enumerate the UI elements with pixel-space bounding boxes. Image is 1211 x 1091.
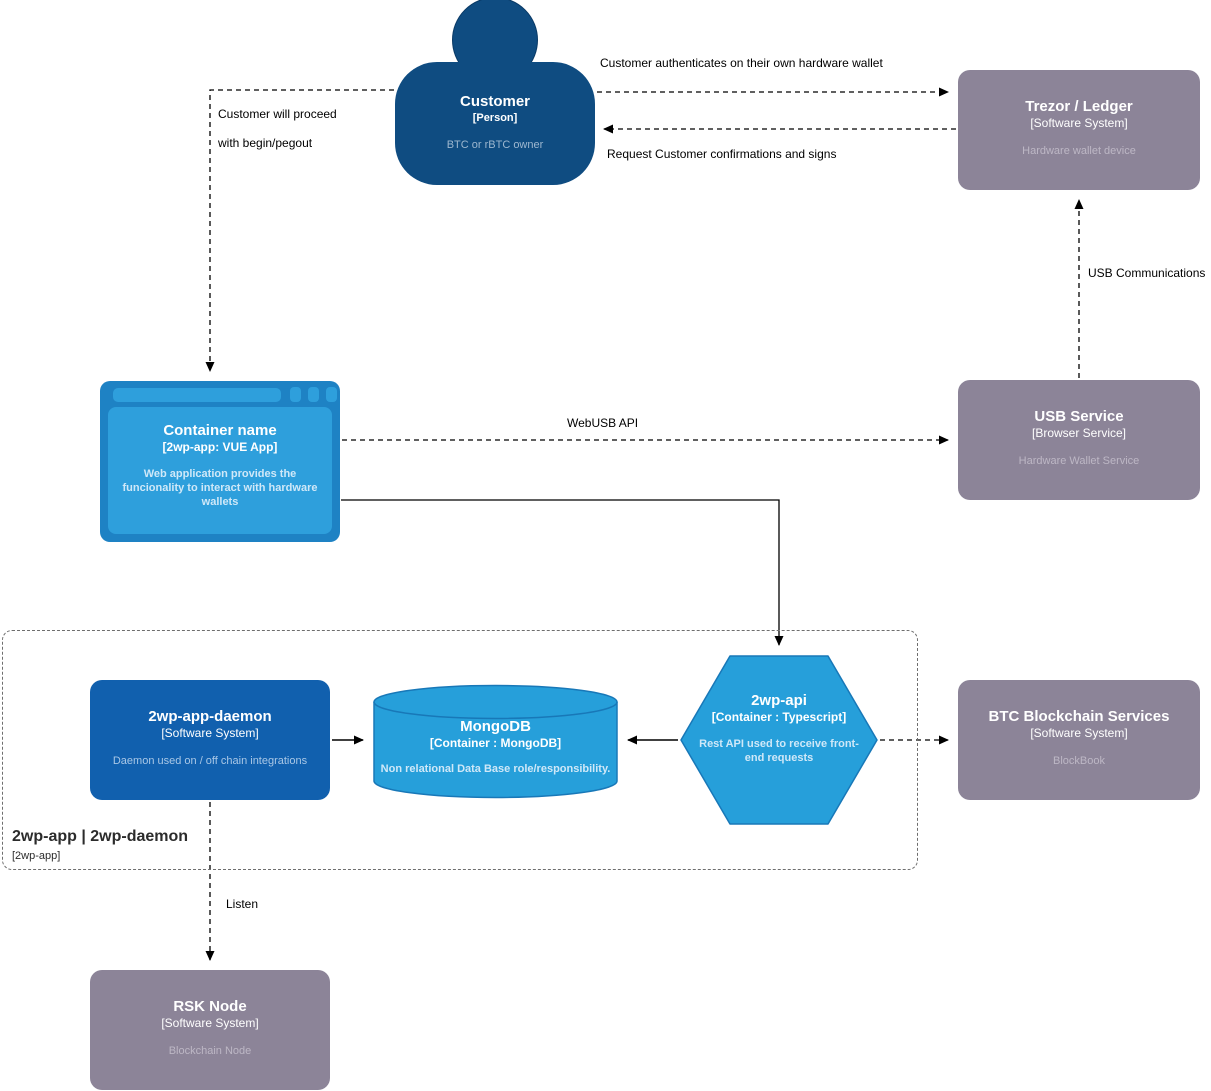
api-meta: [Container : Typescript] — [711, 710, 847, 724]
boundary-2wp-app[interactable]: 2wp-app | 2wp-daemon [2wp-app] — [2, 630, 918, 870]
mongodb-text: MongoDB [Container : MongoDB] Non relati… — [373, 718, 618, 776]
person-body[interactable]: Customer [Person] BTC or rBTC owner — [395, 62, 595, 185]
node-usb-service[interactable]: USB Service [Browser Service] Hardware W… — [958, 380, 1200, 500]
usb-title: USB Service — [1034, 408, 1124, 425]
node-2wp-api[interactable]: 2wp-api [Container : Typescript] Rest AP… — [680, 655, 878, 825]
btc-desc: BlockBook — [1053, 755, 1105, 767]
edge-label-webusb: WebUSB API — [567, 416, 639, 430]
node-trezor-ledger[interactable]: Trezor / Ledger [Software System] Hardwa… — [958, 70, 1200, 190]
edge-customer-to-webapp — [205, 89, 394, 372]
node-btc-blockchain-services[interactable]: BTC Blockchain Services [Software System… — [958, 680, 1200, 800]
browser-button — [290, 387, 301, 402]
edge-label-confirm: Request Customer confirmations and signs — [607, 147, 837, 161]
rsk-title: RSK Node — [173, 998, 247, 1015]
edge-label-proceed-line1: Customer will proceed — [218, 107, 337, 121]
btc-title: BTC Blockchain Services — [988, 708, 1170, 725]
trezor-title: Trezor / Ledger — [1025, 98, 1133, 115]
webapp-meta: [2wp-app: VUE App] — [162, 440, 278, 454]
edge-label-proceed-line2: with begin/pegout — [218, 136, 313, 150]
api-text: 2wp-api [Container : Typescript] Rest AP… — [680, 692, 878, 765]
mongodb-meta: [Container : MongoDB] — [429, 736, 562, 750]
rsk-meta: [Software System] — [161, 1016, 259, 1030]
usb-meta: [Browser Service] — [1031, 426, 1127, 440]
boundary-title: 2wp-app | 2wp-daemon — [12, 828, 189, 845]
customer-desc: BTC or rBTC owner — [446, 139, 544, 151]
daemon-title: 2wp-app-daemon — [148, 708, 272, 725]
customer-title: Customer — [459, 93, 530, 110]
trezor-meta: [Software System] — [1030, 116, 1128, 130]
browser-button — [308, 387, 319, 402]
hexagon-shape — [680, 655, 878, 825]
webapp-title: Container name — [163, 422, 277, 439]
btc-meta: [Software System] — [1030, 726, 1128, 740]
api-desc: Rest API used to receive front-end reque… — [699, 738, 859, 764]
browser-button — [326, 387, 337, 402]
api-title: 2wp-api — [751, 692, 807, 709]
boundary-meta: [2wp-app] — [12, 850, 61, 862]
rsk-desc: Blockchain Node — [168, 1045, 252, 1057]
daemon-desc: Daemon used on / off chain integrations — [112, 755, 308, 767]
webapp-desc: Web application provides the funcionalit… — [122, 468, 318, 508]
usb-desc: Hardware Wallet Service — [1018, 455, 1140, 467]
node-webapp-container[interactable]: Container name [2wp-app: VUE App] Web ap… — [100, 381, 340, 542]
cylinder-shape — [373, 684, 618, 799]
mongodb-title: MongoDB — [460, 718, 531, 735]
edge-label-authenticate: Customer authenticates on their own hard… — [600, 56, 883, 70]
customer-meta: [Person] — [472, 112, 518, 124]
edge-label-usbcomm: USB Communications — [1088, 266, 1206, 280]
node-rsk-node[interactable]: RSK Node [Software System] Blockchain No… — [90, 970, 330, 1090]
node-2wp-app-daemon[interactable]: 2wp-app-daemon [Software System] Daemon … — [90, 680, 330, 800]
browser-content-panel: Container name [2wp-app: VUE App] Web ap… — [108, 407, 332, 534]
node-mongodb[interactable]: MongoDB [Container : MongoDB] Non relati… — [373, 684, 618, 800]
daemon-meta: [Software System] — [161, 726, 259, 740]
edge-webapp-to-api — [341, 499, 784, 646]
trezor-desc: Hardware wallet device — [1022, 145, 1136, 157]
mongodb-desc: Non relational Data Base role/responsibi… — [380, 763, 611, 775]
edge-label-listen: Listen — [226, 897, 259, 911]
browser-address-bar — [113, 388, 281, 402]
